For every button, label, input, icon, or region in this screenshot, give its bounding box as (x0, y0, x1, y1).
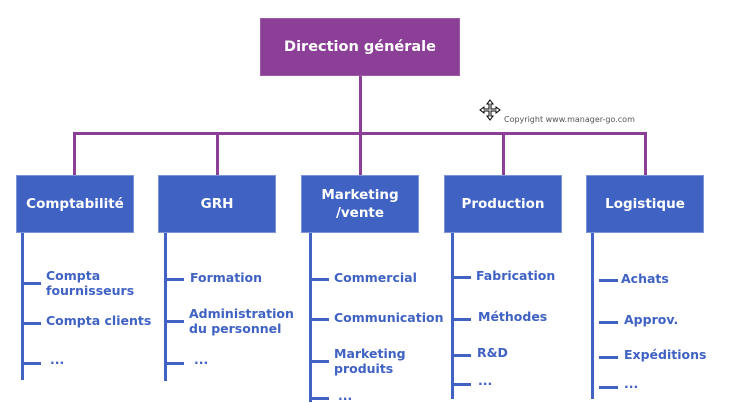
sub-trunk-grh (164, 233, 167, 381)
sub-item: Compta clients (46, 313, 152, 328)
sub-item: R&D (477, 345, 508, 360)
sub-tick (451, 354, 471, 357)
dept-box-grh[interactable]: GRH (158, 175, 276, 233)
sub-tick (21, 282, 41, 285)
dept-label: GRH (200, 195, 234, 212)
dept-label: Marketing /vente (321, 186, 399, 221)
dept-box-production[interactable]: Production (444, 175, 562, 233)
connector-comptabilite (73, 132, 76, 175)
sub-tick (164, 278, 184, 281)
sub-tick (164, 320, 184, 323)
top-vertical-connector (359, 76, 362, 134)
connector-production (502, 132, 505, 175)
sub-item: Méthodes (478, 309, 548, 324)
dept-label: Logistique (605, 195, 685, 212)
sub-item: ... (478, 373, 493, 388)
move-cursor-icon (479, 99, 501, 121)
sub-trunk-logistique (591, 233, 594, 399)
sub-item: ... (50, 352, 65, 367)
sub-item: Approv. (624, 312, 679, 327)
dept-box-marketing[interactable]: Marketing /vente (301, 175, 419, 233)
sub-tick (164, 362, 184, 365)
sub-tick (451, 318, 471, 321)
dept-label: Production (461, 195, 545, 212)
sub-trunk-production (451, 233, 454, 399)
sub-item: Communication (334, 310, 444, 325)
sub-tick (599, 386, 618, 389)
sub-item: Fabrication (476, 268, 556, 283)
connector-marketing (359, 132, 362, 175)
sub-tick (309, 278, 329, 281)
sub-tick (21, 362, 41, 365)
direction-generale-box[interactable]: Direction générale (260, 18, 460, 76)
sub-tick (451, 383, 471, 386)
sub-item: Expéditions (624, 347, 707, 362)
sub-tick (309, 360, 329, 363)
sub-item: Commercial (334, 270, 417, 285)
sub-tick (451, 276, 471, 279)
sub-item: ... (338, 388, 353, 403)
sub-tick (599, 321, 618, 324)
sub-tick (599, 279, 618, 282)
sub-item: ... (624, 376, 639, 391)
sub-trunk-marketing (309, 233, 312, 402)
sub-tick (21, 322, 41, 325)
sub-tick (599, 356, 618, 359)
connector-logistique (644, 132, 647, 175)
dept-box-logistique[interactable]: Logistique (586, 175, 704, 233)
dept-label: Comptabilité (26, 195, 124, 212)
sub-item: Administration du personnel (189, 306, 294, 336)
sub-item: ... (194, 352, 209, 367)
sub-item: Achats (621, 271, 669, 286)
direction-generale-label: Direction générale (284, 39, 436, 55)
sub-tick (309, 397, 329, 400)
sub-tick (309, 318, 329, 321)
sub-item: Compta fournisseurs (46, 268, 135, 298)
sub-item: Marketing produits (334, 346, 406, 376)
dept-box-comptabilite[interactable]: Comptabilité (16, 175, 134, 233)
connector-grh (216, 132, 219, 175)
sub-trunk-comptabilite (21, 233, 24, 380)
sub-item: Formation (190, 270, 262, 285)
copyright-text: Copyright www.manager-go.com (504, 115, 635, 124)
